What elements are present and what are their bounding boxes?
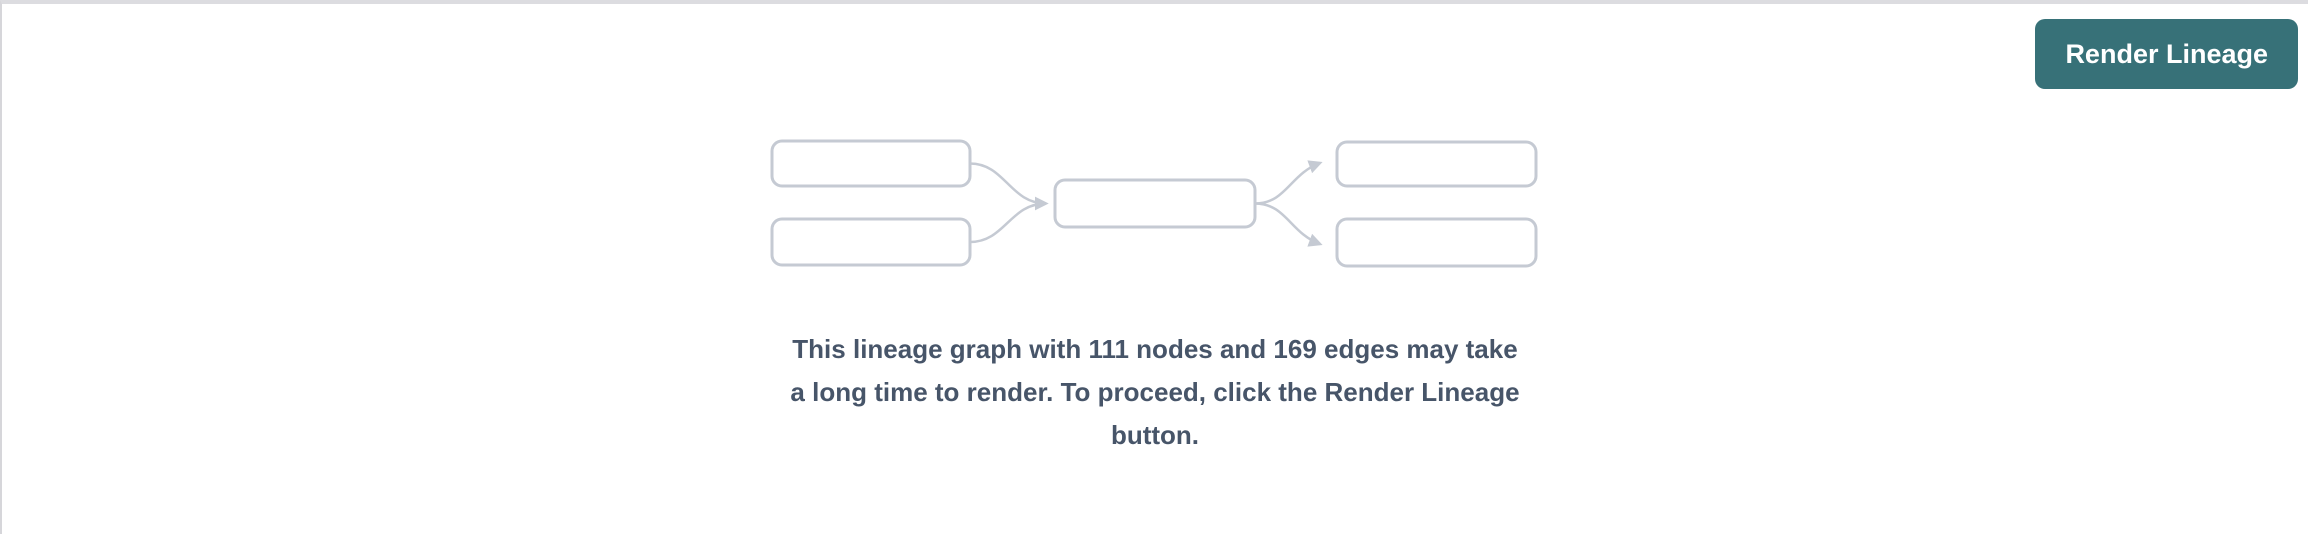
message-line-3: button. — [1110, 420, 1200, 450]
lineage-placeholder: This lineage graph with 111 nodes and 16… — [770, 136, 1540, 457]
placeholder-node-middle — [1053, 178, 1257, 229]
message-line-2: a long time to render. To proceed, click… — [790, 377, 1520, 407]
edge-middle-to-right-bottom — [1254, 202, 1323, 247]
message-line-1: This lineage graph with 111 nodes and 16… — [792, 334, 1518, 364]
render-warning-message: This lineage graph with 111 nodes and 16… — [790, 328, 1519, 457]
edge-middle-to-right-top — [1254, 160, 1323, 205]
edge-left-top-to-middle — [969, 162, 1049, 211]
placeholder-node-left-bottom — [770, 217, 972, 267]
placeholder-node-left-top — [770, 139, 972, 188]
render-lineage-button[interactable]: Render Lineage — [2035, 19, 2298, 89]
edge-left-bottom-to-middle — [969, 202, 1047, 244]
placeholder-node-right-bottom — [1335, 217, 1538, 268]
placeholder-node-right-top — [1335, 140, 1538, 188]
lineage-placeholder-diagram — [770, 139, 1538, 268]
